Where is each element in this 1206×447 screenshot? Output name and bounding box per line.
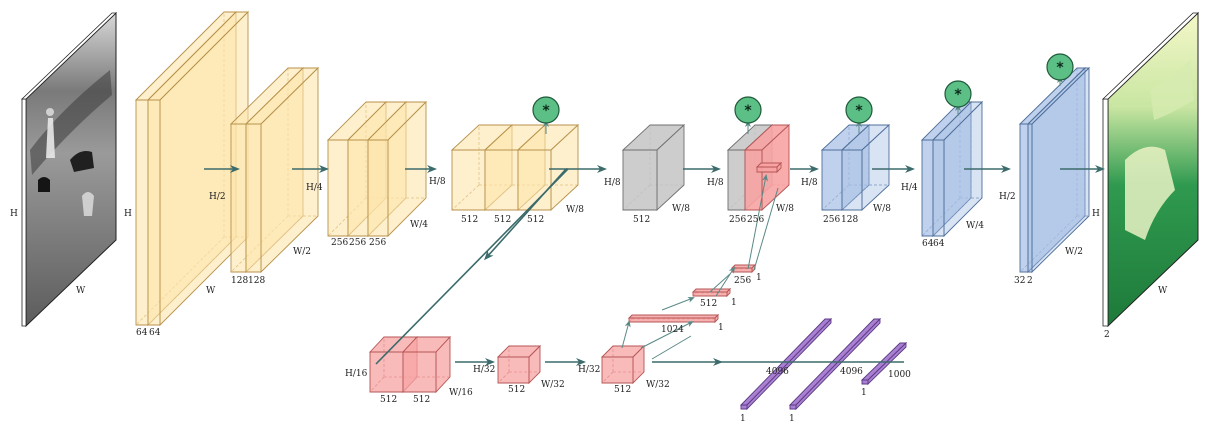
stage5-c2-label: 512 [413, 395, 430, 405]
concat-w-label: W/8 [776, 204, 794, 214]
stage1-w-label: W [206, 286, 216, 296]
stage3-h-label: H/4 [306, 183, 323, 193]
output-image [1102, 11, 1199, 328]
gray-c-label: 512 [633, 215, 650, 225]
fc1-bar [739, 317, 833, 411]
aux1-w-label: 1 [718, 323, 724, 333]
aux2-bar [691, 287, 732, 298]
stage1-c2-label: 64 [149, 328, 161, 338]
input-image [21, 11, 117, 328]
svg-text:*: * [542, 103, 550, 119]
stage1-h-label: H [124, 209, 132, 219]
stage2-h-label: H/2 [209, 192, 226, 202]
connections [204, 76, 1105, 366]
dec1-c1-label: 256 [823, 215, 840, 225]
dec2-c1-label: 64 [922, 239, 934, 249]
dec2-c2-label: 64 [933, 239, 945, 249]
fc1-c-label: 4096 [766, 367, 789, 377]
stage3-c1-label: 256 [331, 238, 348, 248]
svg-text:*: * [855, 103, 863, 119]
aux2-w-label: 1 [731, 298, 737, 308]
output-h-label: H [1092, 209, 1100, 219]
dec3-h-label: H/2 [999, 192, 1016, 202]
svg-text:*: * [744, 103, 752, 119]
stage5-c1-label: 512 [380, 395, 397, 405]
dec1-w-label: W/8 [873, 204, 891, 214]
aux1-c-label: 1024 [661, 325, 684, 335]
gray-h-label: H/8 [604, 178, 621, 188]
concat-h-label: H/8 [707, 178, 724, 188]
dec3-slab-2 [1026, 66, 1091, 274]
input-w-label: W [76, 286, 86, 296]
stage3-w-label: W/4 [410, 220, 428, 230]
stage4-w-label: W/8 [566, 205, 584, 215]
edge-s5-up [375, 168, 569, 365]
stage4-c2-label: 512 [494, 215, 511, 225]
dec3-w-label: W/2 [1065, 247, 1083, 257]
sum-node: * [1046, 53, 1074, 81]
stage1-c1-label: 64 [136, 328, 148, 338]
gray-w-label: W/8 [672, 204, 690, 214]
pool7-h-label: H/32 [578, 365, 600, 375]
svg-text:*: * [954, 87, 962, 103]
pool6-c-label: 512 [508, 385, 525, 395]
concat-small-box [755, 161, 783, 174]
dec3-c1-label: 32 [1014, 276, 1025, 286]
stage5-w-label: W/16 [449, 388, 473, 398]
concat-c2-label: 256 [747, 215, 764, 225]
aux3-c-label: 256 [734, 276, 751, 286]
labels: H W 64 64 H/2 W/2 128 128 H/4 W/4 256 25… [124, 177, 1100, 424]
aux3-w-label: 1 [756, 273, 762, 283]
pool6-w-label: W/32 [541, 380, 565, 390]
aux3-bar [730, 263, 757, 274]
output-w-label: W [1158, 286, 1168, 296]
gray-box [621, 123, 686, 212]
pool6-h-label: H/32 [473, 365, 495, 375]
dec2-w-label: W/4 [966, 221, 984, 231]
stage2-c2-label: 128 [248, 276, 265, 286]
svg-text:*: * [1056, 60, 1064, 76]
dec3-c2-label: 2 [1027, 276, 1033, 286]
dec2-h-label: H/4 [901, 183, 918, 193]
pool7-w-label: W/32 [646, 380, 670, 390]
dec2-slab-1 [920, 100, 973, 238]
fc3-c-label: 1000 [888, 370, 911, 380]
stage2-w-label: W/2 [293, 247, 311, 257]
output-c-label: 2 [1104, 330, 1110, 340]
pool6-box [496, 344, 542, 385]
sum-nodes: * * * * * [532, 53, 1074, 124]
fc2-c-label: 4096 [840, 367, 863, 377]
dec3-slab-1 [1018, 66, 1087, 274]
pool7-box [600, 344, 646, 385]
dec2-slab-2 [931, 100, 984, 238]
aux1-bar [627, 313, 720, 324]
fc2-w-label: 1 [789, 414, 795, 424]
stage5-slab-2 [401, 335, 452, 394]
stage2-slab-2 [244, 66, 320, 274]
stage3-c3-label: 256 [369, 238, 386, 248]
stage4-c1-label: 512 [461, 215, 478, 225]
stage3-c2-label: 256 [349, 238, 366, 248]
fc3-w-label: 1 [861, 388, 867, 398]
sum-node: * [734, 96, 762, 124]
dec1-h-label: H/8 [801, 178, 818, 188]
aux2-c-label: 512 [700, 299, 717, 309]
input-h-label: H [10, 209, 18, 219]
dec1-slab-2 [840, 123, 891, 212]
fc1-w-label: 1 [740, 414, 746, 424]
stage4-c3-label: 512 [527, 215, 544, 225]
sum-node: * [944, 80, 972, 108]
feature-map-boxes [134, 10, 1091, 411]
pool7-c-label: 512 [614, 385, 631, 395]
concat-c1-label: 256 [729, 215, 746, 225]
stage4-h-label: H/8 [429, 177, 446, 187]
sum-node: * [845, 96, 873, 124]
stage2-c1-label: 128 [231, 276, 248, 286]
stage5-h-label: H/16 [345, 369, 368, 379]
sum-node: * [532, 96, 560, 124]
stage4-slab-3 [516, 123, 580, 212]
dec1-c2-label: 128 [841, 215, 858, 225]
